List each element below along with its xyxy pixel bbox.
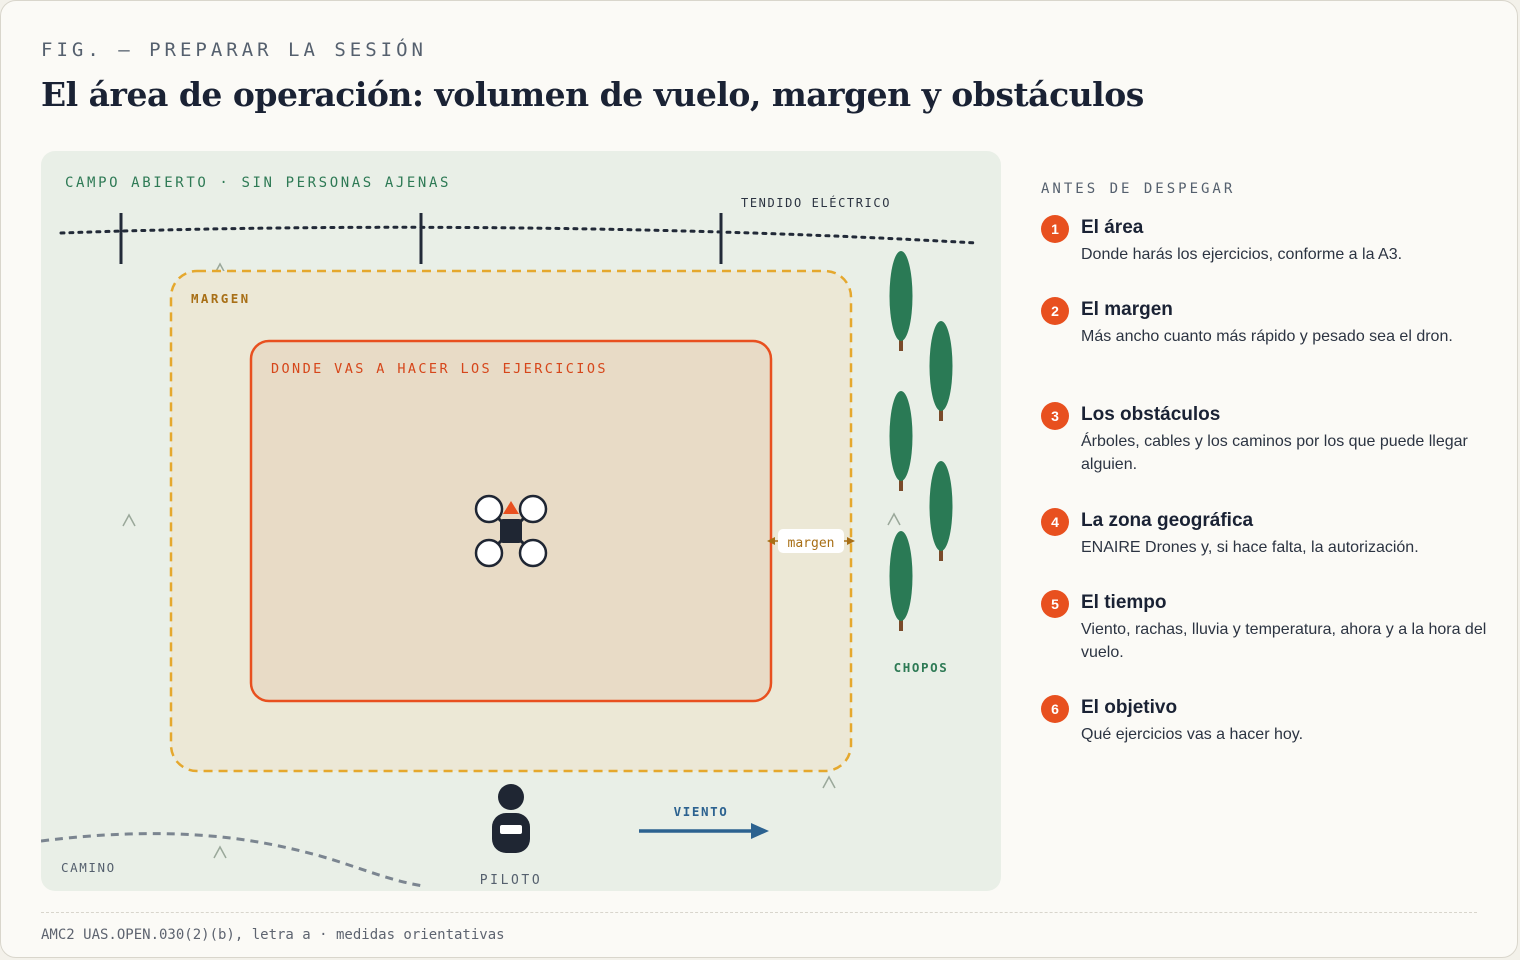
- checklist-item: 6 El objetivo Qué ejercicios vas a hacer…: [1041, 695, 1491, 755]
- wind-label: VIENTO: [674, 804, 729, 819]
- figure-kicker: FIG. — PREPARAR LA SESIÓN: [41, 39, 427, 61]
- step-number-badge: 2: [1041, 297, 1069, 325]
- operation-area-diagram: CAMPO ABIERTO · SIN PERSONAS AJENAS TEND…: [41, 151, 1001, 891]
- path-line: [41, 832, 424, 888]
- tree-icon: [889, 391, 913, 491]
- step-title: Los obstáculos: [1081, 404, 1221, 425]
- step-description: ENAIRE Drones y, si hace falta, la autor…: [1081, 539, 1419, 556]
- checklist-item: 3 Los obstáculos Árboles, cables y los c…: [1041, 402, 1491, 508]
- margin-zone-label: MARGEN: [191, 291, 251, 306]
- pilot-label: PILOTO: [480, 873, 543, 888]
- step-title: El objetivo: [1081, 697, 1178, 718]
- checklist-item: 5 El tiempo Viento, rachas, lluvia y tem…: [1041, 590, 1491, 695]
- step-description: Árboles, cables y los caminos por los qu…: [1081, 433, 1468, 473]
- pilot-icon: [492, 784, 530, 853]
- checklist-item: 2 El margen Más ancho cuanto más rápido …: [1041, 297, 1491, 402]
- wind-arrow-icon: [639, 823, 769, 839]
- step-description: Más ancho cuanto más rápido y pesado sea…: [1081, 328, 1453, 345]
- diagram-canvas: CAMPO ABIERTO · SIN PERSONAS AJENAS TEND…: [41, 151, 1001, 891]
- step-number-badge: 4: [1041, 508, 1069, 536]
- checklist-item: 1 El área Donde harás los ejercicios, co…: [1041, 215, 1491, 297]
- figure-title: El área de operación: volumen de vuelo, …: [41, 75, 1144, 114]
- powerline-label: TENDIDO ELÉCTRICO: [741, 195, 891, 210]
- step-number-badge: 1: [1041, 215, 1069, 243]
- footer-divider: [41, 912, 1477, 913]
- checklist-title: ANTES DE DESPEGAR: [1041, 181, 1236, 197]
- path-label: CAMINO: [61, 860, 116, 875]
- step-description: Qué ejercicios vas a hacer hoy.: [1081, 726, 1304, 743]
- footer-note: AMC2 UAS.OPEN.030(2)(b), letra a · medid…: [41, 927, 505, 943]
- tree-icon: [929, 461, 953, 561]
- margin-dimension: [767, 529, 855, 553]
- power-cable: [59, 225, 978, 245]
- tree-icon: [889, 531, 913, 631]
- step-title: El tiempo: [1081, 592, 1167, 613]
- margin-dimension-label: margen: [788, 536, 835, 551]
- poplar-trees: [889, 251, 953, 631]
- step-number-badge: 5: [1041, 590, 1069, 618]
- step-number-badge: 3: [1041, 402, 1069, 430]
- step-title: El área: [1081, 217, 1144, 238]
- step-description: Viento, rachas, lluvia y temperatura, ah…: [1081, 621, 1487, 661]
- operation-zone-label: DONDE VAS A HACER LOS EJERCICIOS: [271, 361, 608, 377]
- tree-icon: [889, 251, 913, 351]
- power-line: [59, 213, 978, 264]
- tree-icon: [929, 321, 953, 421]
- checklist-item: 4 La zona geográfica ENAIRE Drones y, si…: [1041, 508, 1491, 590]
- drone-icon: [474, 494, 548, 568]
- step-title: La zona geográfica: [1081, 510, 1254, 531]
- field-label: CAMPO ABIERTO · SIN PERSONAS AJENAS: [65, 175, 451, 191]
- trees-label: CHOPOS: [894, 660, 949, 675]
- step-title: El margen: [1081, 299, 1173, 320]
- checklist-panel: ANTES DE DESPEGAR 1 El área Donde harás …: [1041, 181, 1491, 755]
- step-description: Donde harás los ejercicios, conforme a l…: [1081, 246, 1403, 263]
- step-number-badge: 6: [1041, 695, 1069, 723]
